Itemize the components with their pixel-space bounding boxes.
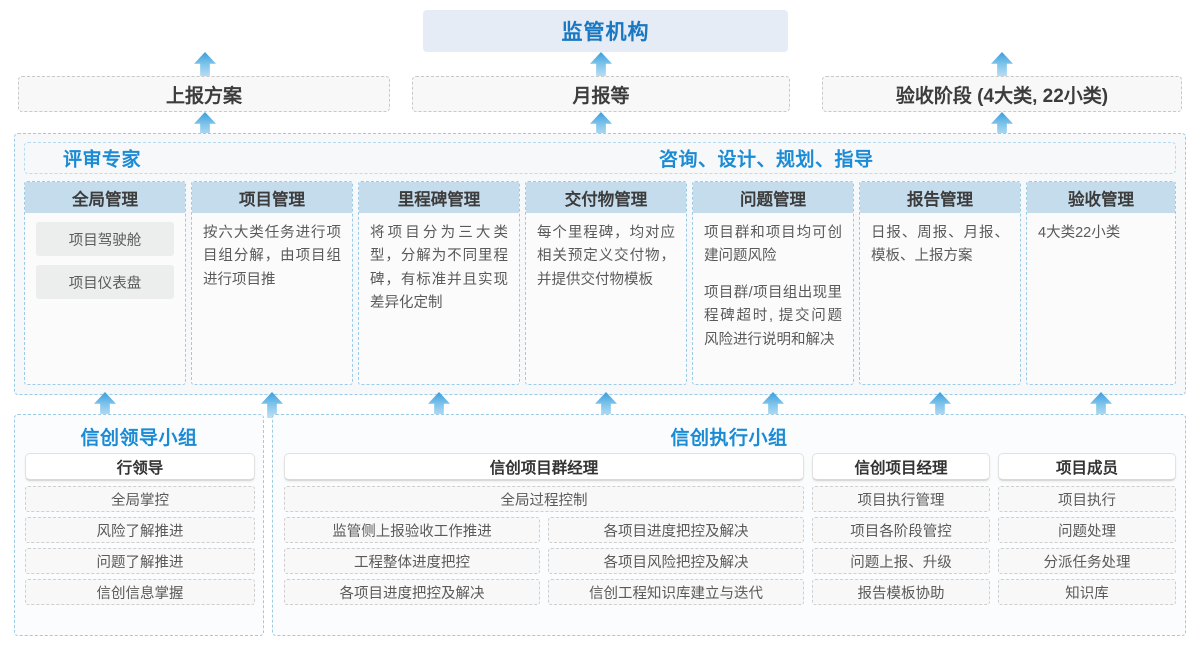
- card-body: 将项目分为三大类型，分解为不同里程碑，有标准并且实现差异化定制: [359, 213, 519, 316]
- card-paragraph: 4大类22小类: [1038, 225, 1121, 241]
- card-paragraph: 每个里程碑，均对应相关预定义交付物，并提供交付物模板: [537, 225, 675, 288]
- pill-project-cockpit[interactable]: 项目驾驶舱: [36, 222, 174, 256]
- arrow-up-report-to-agency: [194, 52, 216, 78]
- list-item[interactable]: 项目执行: [998, 486, 1176, 512]
- deliverable-label: 验收阶段 (4大类, 22小类): [895, 85, 1109, 107]
- list-item-global-process-control[interactable]: 全局过程控制: [284, 486, 804, 512]
- regulatory-agency-label: 监管机构: [561, 21, 650, 44]
- card-body: 按六大类任务进行项目组分解，由项目组进行项目推: [192, 213, 352, 292]
- deliverable-row: 上报方案 月报等 验收阶段 (4大类, 22小类): [0, 76, 1200, 112]
- card-title: 报告管理: [860, 182, 1020, 213]
- list-item[interactable]: 风险了解推进: [25, 517, 255, 543]
- program-manager-col-right: 各项目进度把控及解决 各项目风险把控及解决 信创工程知识库建立与迭代: [548, 517, 804, 605]
- card-title: 全局管理: [25, 182, 185, 213]
- deliverable-label: 月报等: [572, 85, 630, 107]
- deliverable-box-monthly-report[interactable]: 月报等: [412, 76, 790, 112]
- xinchuang-leadership-group: 信创领导小组 行领导 全局掌控 风险了解推进 问题了解推进 信创信息掌握: [14, 414, 264, 636]
- deliverable-box-acceptance-stage[interactable]: 验收阶段 (4大类, 22小类): [822, 76, 1182, 112]
- program-manager-col-left: 监管侧上报验收工作推进 工程整体进度把控 各项目进度把控及解决: [284, 517, 540, 605]
- list-item[interactable]: 项目各阶段管控: [812, 517, 990, 543]
- card-paragraph: 按六大类任务进行项目组分解，由项目组进行项目推: [203, 225, 341, 288]
- group-title: 信创执行小组: [670, 428, 788, 449]
- list-item[interactable]: 问题了解推进: [25, 548, 255, 574]
- execution-columns: 信创项目群经理 全局过程控制 监管侧上报验收工作推进 工程整体进度把控 各项目进…: [284, 453, 1176, 628]
- program-manager-grid: 监管侧上报验收工作推进 工程整体进度把控 各项目进度把控及解决 各项目进度把控及…: [284, 517, 804, 605]
- card-acceptance-management[interactable]: 验收管理 4大类22小类: [1026, 181, 1176, 385]
- column-head-project-manager[interactable]: 信创项目经理: [812, 453, 990, 481]
- card-body: 4大类22小类: [1027, 213, 1175, 245]
- list-item[interactable]: 信创信息掌握: [25, 579, 255, 605]
- column-program-manager: 信创项目群经理 全局过程控制 监管侧上报验收工作推进 工程整体进度把控 各项目进…: [284, 453, 804, 628]
- consulting-design-planning-guidance-label: 咨询、设计、规划、指导: [659, 149, 874, 171]
- column-project-member: 项目成员 项目执行 问题处理 分派任务处理 知识库: [998, 453, 1176, 628]
- list-item[interactable]: 问题上报、升级: [812, 548, 990, 574]
- card-milestone-management[interactable]: 里程碑管理 将项目分为三大类型，分解为不同里程碑，有标准并且实现差异化定制: [358, 181, 520, 385]
- list-item[interactable]: 知识库: [998, 579, 1176, 605]
- list-item[interactable]: 全局掌控: [25, 486, 255, 512]
- card-title: 交付物管理: [526, 182, 686, 213]
- list-item[interactable]: 项目执行管理: [812, 486, 990, 512]
- pill-project-dashboard[interactable]: 项目仪表盘: [36, 265, 174, 299]
- card-body: 每个里程碑，均对应相关预定义交付物，并提供交付物模板: [526, 213, 686, 292]
- list-item[interactable]: 各项目风险把控及解决: [548, 548, 804, 574]
- list-item[interactable]: 信创工程知识库建立与迭代: [548, 579, 804, 605]
- column-project-manager: 信创项目经理 项目执行管理 项目各阶段管控 问题上报、升级 报告模板协助: [812, 453, 990, 628]
- management-platform-header: 评审专家 咨询、设计、规划、指导: [24, 142, 1176, 174]
- card-paragraph: 日报、周报、月报、模板、上报方案: [871, 225, 1009, 265]
- column-head-bank-leader[interactable]: 行领导: [25, 453, 255, 481]
- list-item[interactable]: 报告模板协助: [812, 579, 990, 605]
- management-platform-panel: 评审专家 咨询、设计、规划、指导 全局管理 项目驾驶舱 项目仪表盘 项目管理 按…: [14, 133, 1186, 395]
- review-experts-label: 评审专家: [63, 149, 142, 171]
- card-global-management[interactable]: 全局管理 项目驾驶舱 项目仪表盘: [24, 181, 186, 385]
- deliverable-label: 上报方案: [165, 85, 242, 107]
- list-item[interactable]: 监管侧上报验收工作推进: [284, 517, 540, 543]
- card-paragraph: 项目群和项目均可创建问题风险: [704, 225, 842, 265]
- card-project-management[interactable]: 项目管理 按六大类任务进行项目组分解，由项目组进行项目推: [191, 181, 353, 385]
- list-item[interactable]: 问题处理: [998, 517, 1176, 543]
- card-title: 问题管理: [693, 182, 853, 213]
- management-cards: 全局管理 项目驾驶舱 项目仪表盘 项目管理 按六大类任务进行项目组分解，由项目组…: [24, 181, 1176, 385]
- xinchuang-execution-group: 信创执行小组 信创项目群经理 全局过程控制 监管侧上报验收工作推进 工程整体进度…: [272, 414, 1186, 636]
- program-manager-items: 全局过程控制: [284, 486, 804, 512]
- card-title: 里程碑管理: [359, 182, 519, 213]
- leadership-column: 行领导 全局掌控 风险了解推进 问题了解推进 信创信息掌握: [25, 453, 255, 605]
- arrow-up-monthly-to-agency: [590, 52, 612, 78]
- card-issue-management[interactable]: 问题管理 项目群和项目均可创建问题风险 项目群/项目组出现里程碑超时, 提交问题…: [692, 181, 854, 385]
- deliverable-box-report-plan[interactable]: 上报方案: [18, 76, 390, 112]
- column-head-project-member[interactable]: 项目成员: [998, 453, 1176, 481]
- list-item[interactable]: 各项目进度把控及解决: [284, 579, 540, 605]
- leadership-items: 全局掌控 风险了解推进 问题了解推进 信创信息掌握: [25, 486, 255, 605]
- list-item[interactable]: 分派任务处理: [998, 548, 1176, 574]
- project-member-items: 项目执行 问题处理 分派任务处理 知识库: [998, 486, 1176, 605]
- card-paragraph: 项目群/项目组出现里程碑超时, 提交问题风险进行说明和解决: [704, 284, 842, 348]
- card-body: 项目驾驶舱 项目仪表盘: [25, 213, 185, 299]
- group-title: 信创领导小组: [80, 428, 198, 449]
- arrow-up-acceptance-to-agency: [991, 52, 1013, 78]
- column-head-program-manager[interactable]: 信创项目群经理: [284, 453, 804, 481]
- list-item[interactable]: 各项目进度把控及解决: [548, 517, 804, 543]
- card-body: 日报、周报、月报、模板、上报方案: [860, 213, 1020, 269]
- regulatory-agency-banner: 监管机构: [423, 10, 788, 52]
- card-title: 验收管理: [1027, 182, 1175, 213]
- card-report-management[interactable]: 报告管理 日报、周报、月报、模板、上报方案: [859, 181, 1021, 385]
- card-body: 项目群和项目均可创建问题风险 项目群/项目组出现里程碑超时, 提交问题风险进行说…: [693, 213, 853, 352]
- project-manager-items: 项目执行管理 项目各阶段管控 问题上报、升级 报告模板协助: [812, 486, 990, 605]
- card-title: 项目管理: [192, 182, 352, 213]
- list-item[interactable]: 工程整体进度把控: [284, 548, 540, 574]
- card-deliverable-management[interactable]: 交付物管理 每个里程碑，均对应相关预定义交付物，并提供交付物模板: [525, 181, 687, 385]
- card-paragraph: 将项目分为三大类型，分解为不同里程碑，有标准并且实现差异化定制: [370, 225, 508, 312]
